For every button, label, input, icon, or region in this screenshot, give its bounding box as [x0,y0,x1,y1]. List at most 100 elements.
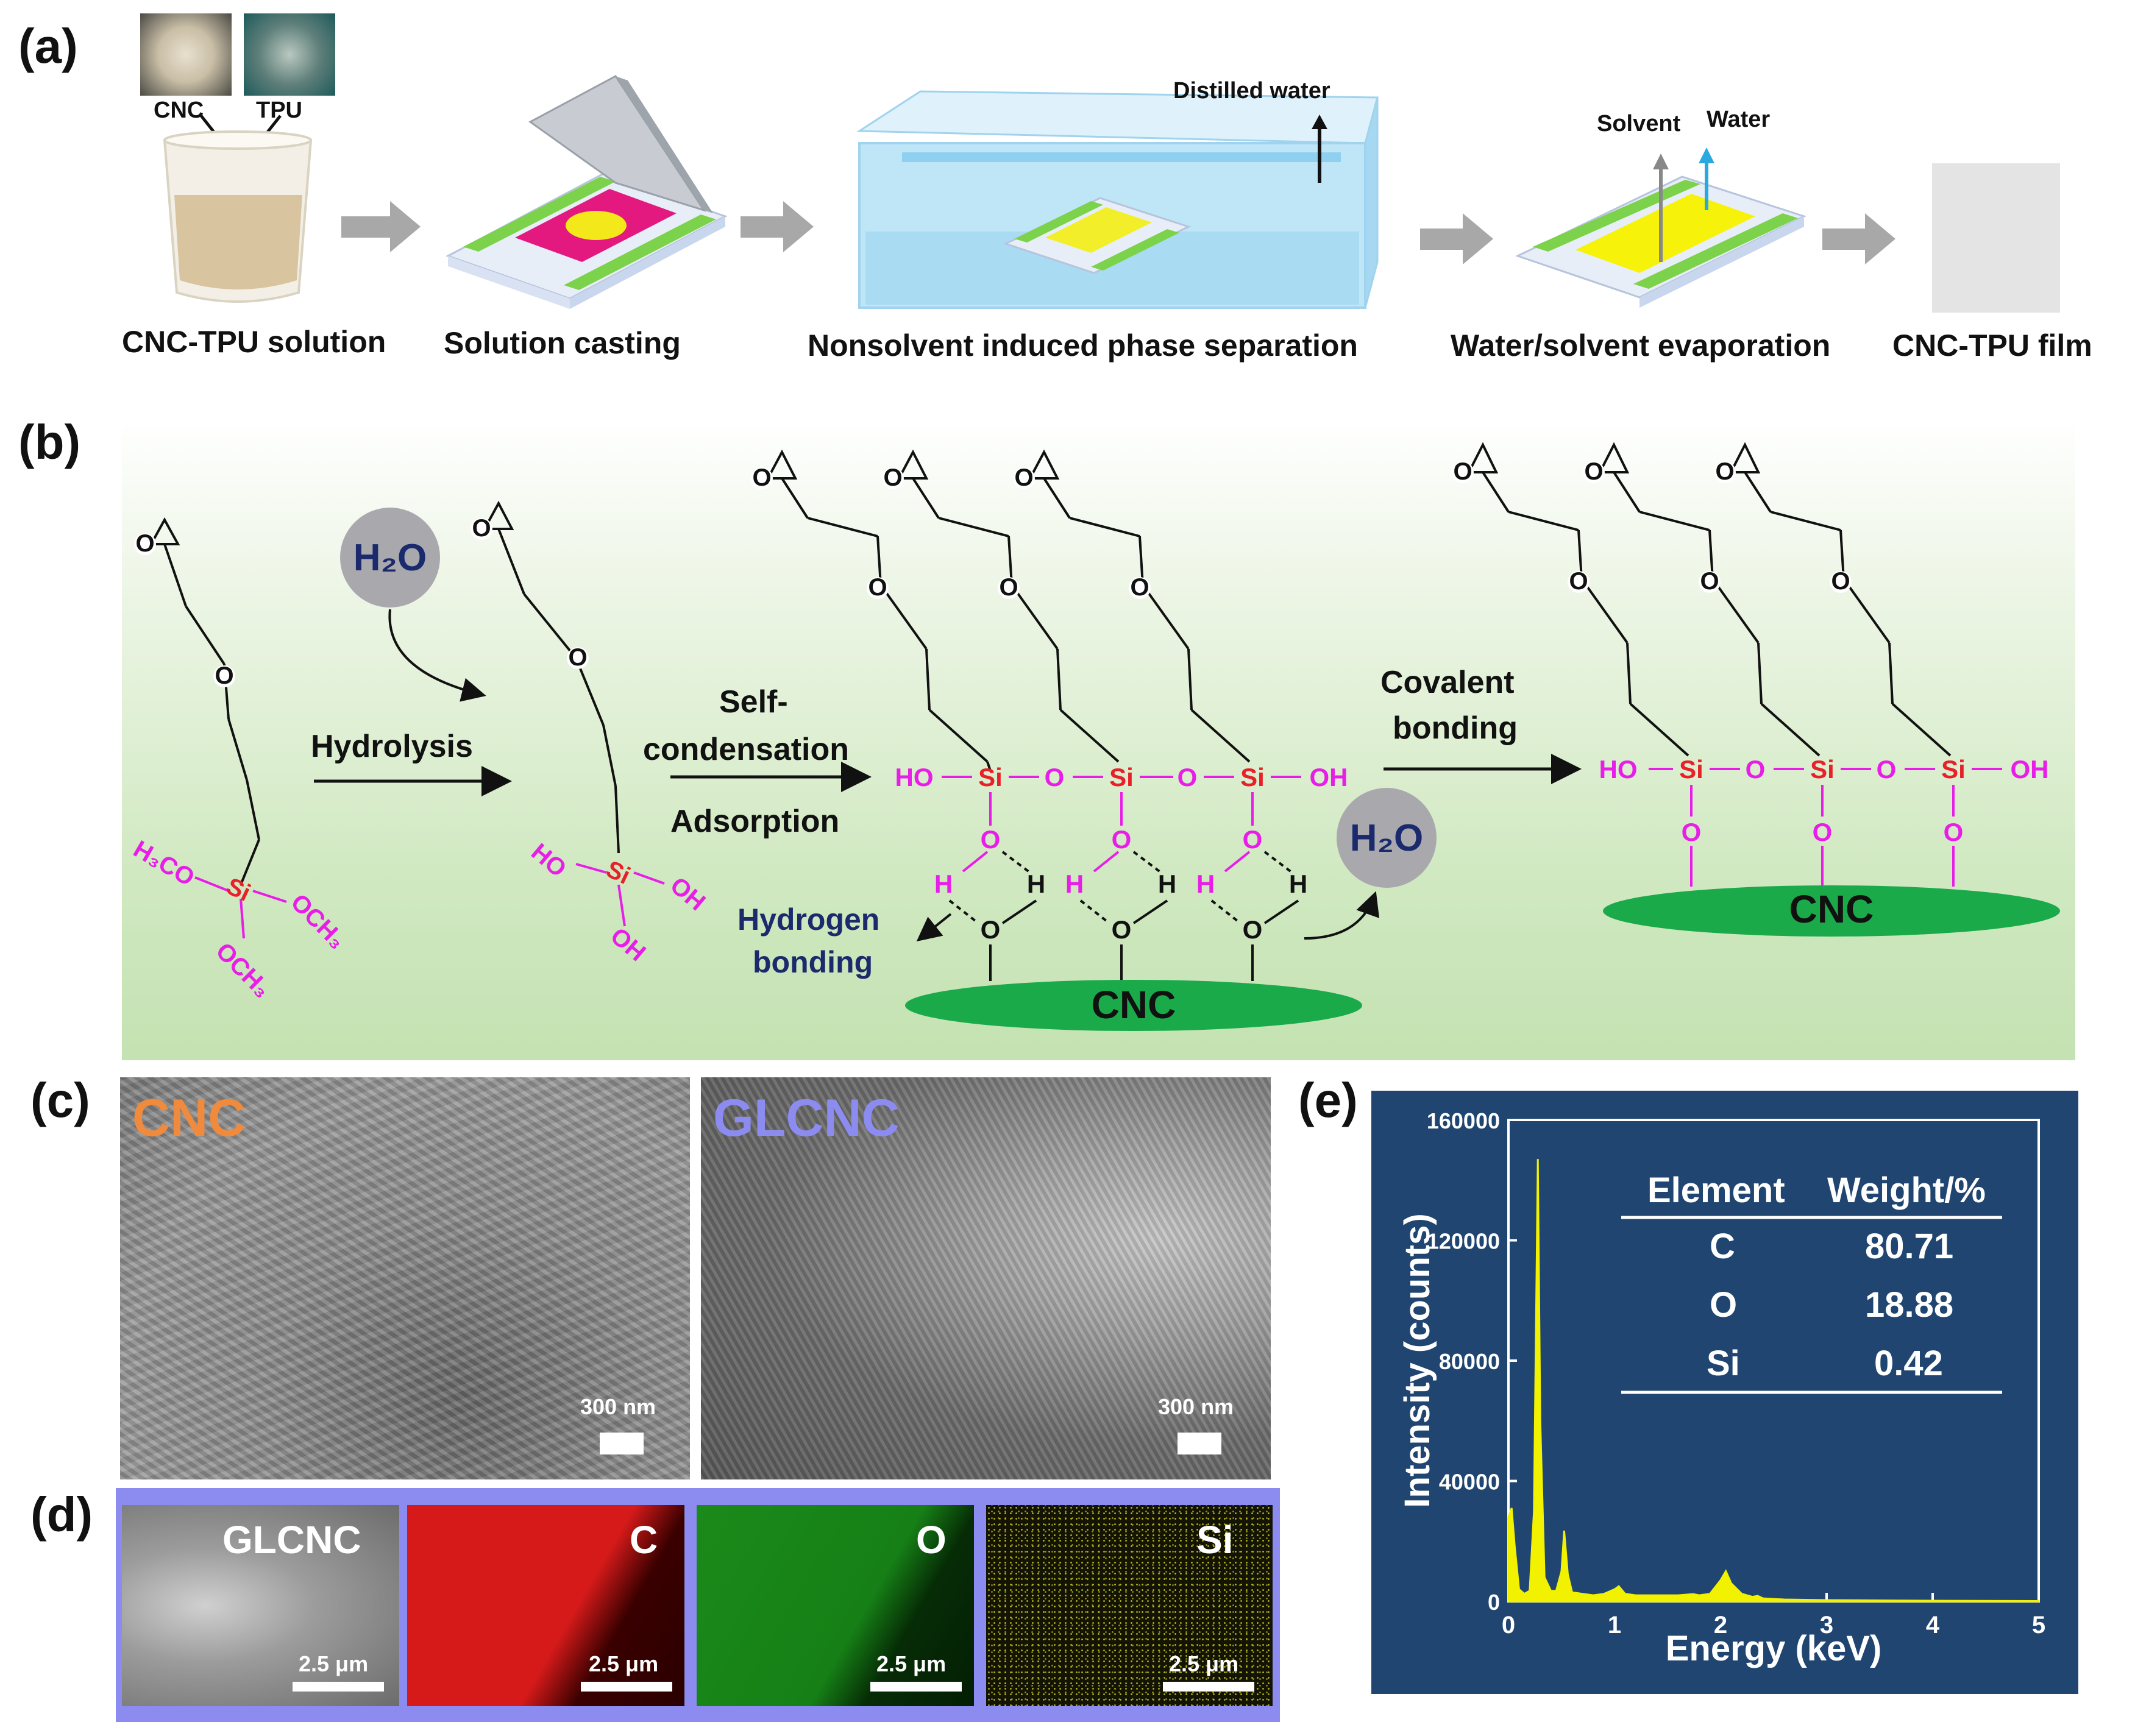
map-label-c: C [630,1518,658,1562]
svg-text:O: O [1243,825,1263,854]
sem-image-cnc: CNC 300 nm [120,1077,690,1479]
panel-b-background [122,420,2075,1060]
svg-text:O: O [981,915,1001,944]
scale-text-d1: 2.5 μm [299,1651,369,1676]
x-tick-label: 1 [1608,1612,1621,1639]
eds-row-o-element: O [1710,1285,1738,1325]
eds-spectrum-chart: 0 1 2 3 4 5 0 40000 80000 120000 160000 Energy (ke… [1398,1108,2045,1668]
svg-text:O: O [883,464,902,491]
hydrolysis-label: Hydrolysis [311,729,473,764]
eds-table-header-element: Element [1647,1171,1785,1210]
cnc-sem-label: CNC [132,1089,246,1147]
scale-text-d2: 2.5 μm [589,1651,659,1676]
svg-text:Si: Si [1240,763,1265,792]
svg-text:O: O [1453,458,1472,485]
eds-map-oxygen: O 2.5 μm [697,1505,974,1706]
svg-text:H: H [1158,870,1176,898]
svg-text:OH: OH [1310,763,1348,792]
svg-text:O: O [1014,464,1033,491]
scale-text-c1: 300 nm [580,1394,656,1419]
step-film: CNC-TPU film [1892,328,2092,363]
x-tick-label: 5 [2032,1612,2045,1639]
panel-b-scheme: O O O O [135,442,2060,1031]
y-tick-label: 40000 [1439,1470,1500,1495]
eds-x-axis-label: Energy (keV) [1666,1629,1882,1668]
scale-bar-d4 [1163,1682,1254,1692]
panel-a-illustrations [163,75,2060,313]
hydrogen-bonding-label: bonding [753,945,873,979]
svg-text:O: O [568,644,587,671]
cnc-label-middle: CNC [1091,983,1176,1027]
svg-text:OH: OH [2011,755,2049,784]
scale-bar-c1 [600,1433,644,1454]
step-phase-separation: Nonsolvent induced phase separation [808,328,1358,363]
y-tick-label: 80000 [1439,1349,1500,1374]
y-tick-label: 0 [1488,1590,1500,1615]
panel-c-letter: (c) [30,1073,90,1127]
svg-text:O: O [1112,915,1132,944]
x-tick-label: 2 [1714,1612,1727,1639]
svg-text:O: O [1831,568,1850,595]
svg-text:O: O [1569,568,1588,595]
svg-text:H: H [1065,870,1084,898]
step-cnc-tpu-solution: CNC-TPU solution [122,325,386,359]
covalent-label: Covalent [1380,665,1515,700]
x-tick-label: 0 [1502,1612,1515,1639]
svg-text:O: O [999,574,1018,601]
eds-map-glcnc: GLCNC 2.5 μm [122,1505,399,1706]
solvent-label: Solvent [1597,111,1681,136]
svg-text:O: O [472,515,491,542]
svg-text:O: O [1045,763,1065,792]
svg-text:O: O [1715,458,1734,485]
svg-text:H: H [934,870,953,898]
svg-text:O: O [868,574,887,601]
panel-b-letter: (b) [18,415,81,469]
map-label-glcnc: GLCNC [222,1518,361,1562]
svg-text:Si: Si [978,763,1003,792]
svg-text:Si: Si [1810,755,1835,784]
x-tick-label: 4 [1926,1612,1940,1639]
svg-text:O: O [1700,568,1719,595]
eds-row-o-weight: 18.88 [1865,1285,1954,1325]
svg-text:O: O [215,662,233,689]
svg-text:H: H [1027,870,1045,898]
eds-row-si-element: Si [1707,1344,1740,1383]
eds-map-carbon: C 2.5 μm [407,1505,684,1706]
svg-text:O: O [1944,818,1964,846]
svg-text:O: O [1243,915,1263,944]
step-evaporation: Water/solvent evaporation [1451,328,1831,363]
cnc-inset-label: CNC [154,97,204,123]
condensation-label: condensation [643,732,850,767]
eds-y-axis-label: Intensity (counts) [1398,1213,1437,1507]
h2o-label-2: H₂O [1349,817,1424,859]
self-label: Self- [719,684,788,720]
svg-text:O: O [1877,755,1897,784]
water-label: Water [1707,107,1771,132]
step-solution-casting: Solution casting [444,326,681,360]
scale-text-d3: 2.5 μm [876,1651,947,1676]
eds-spectrum-series [1507,1159,2040,1603]
scale-text-c2: 300 nm [1158,1394,1234,1419]
glcnc-sem-label: GLCNC [713,1089,900,1147]
eds-table-header-weight: Weight/% [1827,1171,1986,1210]
svg-text:Si: Si [1679,755,1703,784]
sem-image-glcnc: GLCNC 300 nm [701,1077,1271,1479]
y-tick-label: 160000 [1427,1108,1500,1133]
y-tick-label: 120000 [1427,1229,1500,1254]
bonding-label: bonding [1393,710,1518,746]
hydrogen-label: Hydrogen [737,902,880,937]
panel-d-letter: (d) [30,1487,93,1542]
eds-map-silicon: Si 2.5 μm [986,1505,1273,1706]
cnc-photo [140,13,232,96]
svg-text:O: O [1584,458,1603,485]
x-tick-label: 3 [1820,1612,1833,1639]
h2o-label-1: H₂O [353,537,427,579]
eds-row-c-weight: 80.71 [1865,1227,1954,1266]
svg-text:O: O [135,530,154,557]
svg-text:Si: Si [1109,763,1134,792]
tpu-photo [244,13,335,96]
scale-text-d4: 2.5 μm [1169,1651,1239,1676]
scale-bar-d1 [293,1682,384,1692]
distilled-water-label: Distilled water [1173,78,1330,104]
cnc-label-right: CNC [1789,887,1874,931]
